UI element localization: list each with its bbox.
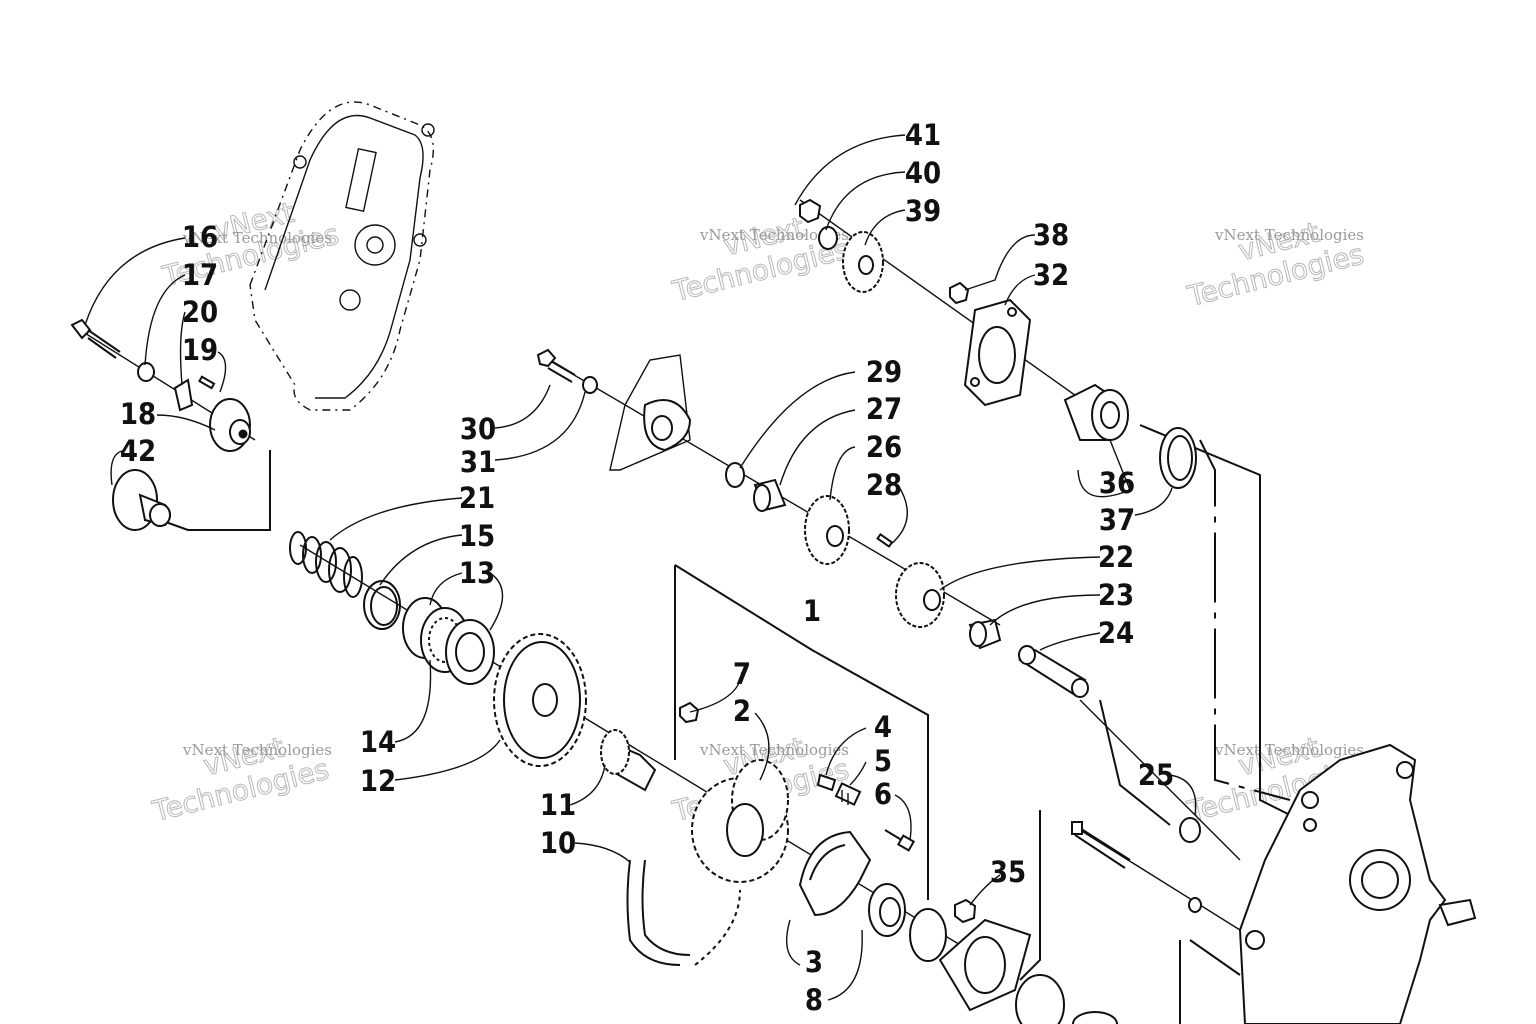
- callout-41: 41: [905, 118, 941, 152]
- callout-18: 18: [120, 397, 156, 431]
- part-16-bolt: [70, 318, 121, 359]
- part-31-washer: [582, 376, 598, 394]
- callout-11: 11: [540, 788, 576, 822]
- callout-labels: 1 2 3 4 5 6 7 8 10 11 12 13 14 15 16 17 …: [120, 118, 1174, 1017]
- part-24-shaft: [1018, 645, 1089, 698]
- callout-36: 36: [1099, 466, 1135, 500]
- callout-31: 31: [460, 445, 496, 479]
- washer-near-8: [909, 908, 947, 962]
- callout-23: 23: [1098, 578, 1134, 612]
- lower-bearing-flange: [938, 918, 1118, 1024]
- part-11-spur-gear: [600, 729, 657, 792]
- part-6-bolt: [884, 829, 916, 852]
- callout-42: 42: [120, 434, 156, 468]
- part-25-washer: [1179, 817, 1201, 843]
- watermark-text-4: vNext Technologies: [182, 741, 332, 759]
- callout-21: 21: [459, 481, 495, 515]
- axis-lines: [79, 199, 1241, 976]
- part-17-washer: [137, 362, 155, 382]
- callout-25: 25: [1138, 758, 1174, 792]
- part-12-large-sprocket: [493, 633, 587, 767]
- callout-2: 2: [733, 694, 751, 728]
- callout-3: 3: [805, 945, 823, 979]
- callout-16: 16: [182, 220, 218, 254]
- part-15-snap-ring: [363, 580, 401, 630]
- callout-27: 27: [866, 392, 902, 426]
- callout-4: 4: [874, 710, 892, 744]
- callout-29: 29: [866, 355, 902, 389]
- part-5-spring: [834, 782, 862, 806]
- lower-adjuster-bolt: [1071, 821, 1131, 869]
- part-26-sprocket: [804, 495, 850, 565]
- callout-6: 6: [874, 777, 892, 811]
- watermark-text-3: vNext Technologies: [1214, 226, 1364, 244]
- callout-38: 38: [1033, 218, 1069, 252]
- part-39-sprocket: [842, 231, 884, 293]
- chaincase-cover-phantom: [249, 101, 435, 411]
- watermark-3: vNext Technologies: [1183, 215, 1367, 314]
- callout-10: 10: [540, 826, 576, 860]
- assembly-guides: [159, 424, 1291, 1024]
- callout-24: 24: [1098, 616, 1134, 650]
- part-18-cup: [209, 398, 251, 452]
- callout-39: 39: [905, 194, 941, 228]
- watermark-group: vNext Technologies vNext Technologies vN…: [148, 195, 1367, 829]
- part-35-nut: [954, 898, 977, 924]
- part-30-bolt: [536, 348, 576, 383]
- part-19-key: [198, 375, 216, 390]
- part-36-bearing: [1063, 383, 1129, 441]
- part-22-sprocket: [895, 562, 945, 628]
- part-29-washer: [725, 462, 745, 488]
- part-42-collar: [112, 469, 171, 531]
- part-41-nut: [799, 198, 822, 224]
- part-7-nut: [679, 701, 700, 724]
- part-13-14-thrust-bearing: [402, 597, 495, 685]
- part-32-flange: [963, 298, 1032, 407]
- callout-35: 35: [990, 855, 1026, 889]
- part-4-screw: [816, 773, 837, 792]
- small-clip: [1188, 897, 1202, 913]
- part-38-nut: [949, 281, 970, 305]
- part-37-ring: [1159, 427, 1197, 489]
- callout-40: 40: [905, 156, 941, 190]
- part-20-lock-tab: [173, 378, 194, 412]
- watermark-4: vNext Technologies: [148, 730, 332, 829]
- watermark-text-1: vNext Technologies: [182, 229, 332, 247]
- part-8-bearing: [868, 883, 906, 937]
- callout-19: 19: [182, 333, 218, 367]
- callout-26: 26: [866, 430, 902, 464]
- callout-22: 22: [1098, 540, 1134, 574]
- callout-15: 15: [459, 519, 495, 553]
- part-23-bushing: [968, 618, 1002, 650]
- part-40-washer: [818, 226, 838, 250]
- callout-17: 17: [182, 258, 218, 292]
- callout-32: 32: [1033, 258, 1069, 292]
- part-2-sprocket: [691, 759, 789, 883]
- callout-1: 1: [803, 594, 821, 628]
- part-10-chain: [626, 859, 741, 966]
- callout-12: 12: [360, 764, 396, 798]
- leader-lines: [84, 134, 1197, 1001]
- callout-8: 8: [805, 983, 823, 1017]
- callout-28: 28: [866, 468, 902, 502]
- callout-7: 7: [733, 657, 751, 691]
- chaincase-housing-right: [1238, 743, 1477, 1024]
- callout-5: 5: [874, 744, 892, 778]
- callout-13: 13: [459, 556, 495, 590]
- callout-30: 30: [460, 412, 496, 446]
- callout-14: 14: [360, 725, 396, 759]
- callout-20: 20: [182, 295, 218, 329]
- part-3-shoe: [798, 830, 872, 917]
- watermark-text-6: vNext Technologies: [1214, 741, 1364, 759]
- watermark-text-2: vNext Technologies: [699, 226, 849, 244]
- callout-37: 37: [1099, 503, 1135, 537]
- bracket-housing: [609, 354, 692, 471]
- part-21-spring: [289, 531, 363, 598]
- watermark-text-5: vNext Technologies: [699, 741, 849, 759]
- part-27-bushing: [753, 478, 787, 512]
